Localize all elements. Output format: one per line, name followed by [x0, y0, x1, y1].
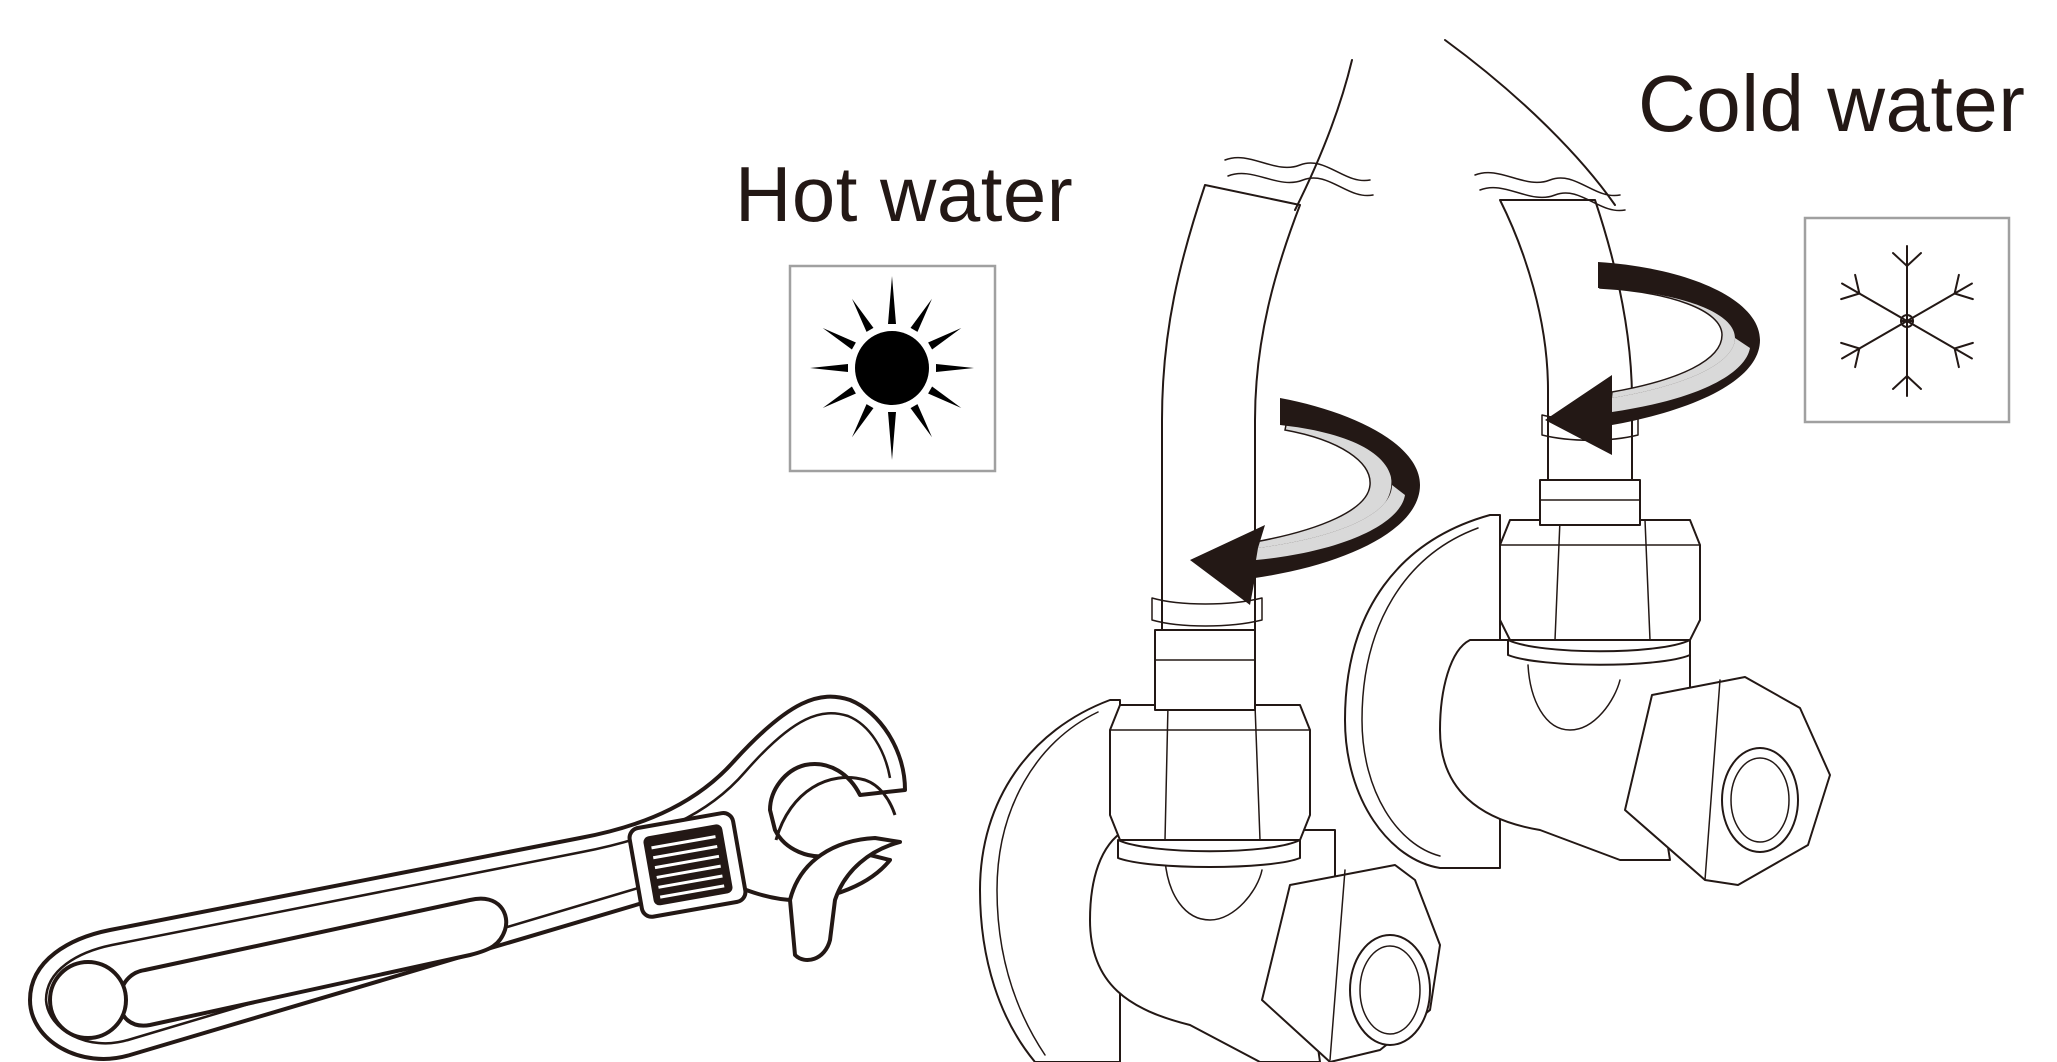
wrench-worm-screw	[628, 811, 747, 918]
cold-water-icon-box	[1805, 218, 2009, 422]
hot-water-icon-box	[790, 266, 995, 471]
cold-water-label: Cold water	[1638, 64, 2025, 144]
cold-water-valve	[1345, 40, 1830, 885]
hot-water-label: Hot water	[735, 155, 1073, 233]
adjustable-wrench-icon	[30, 697, 905, 1059]
